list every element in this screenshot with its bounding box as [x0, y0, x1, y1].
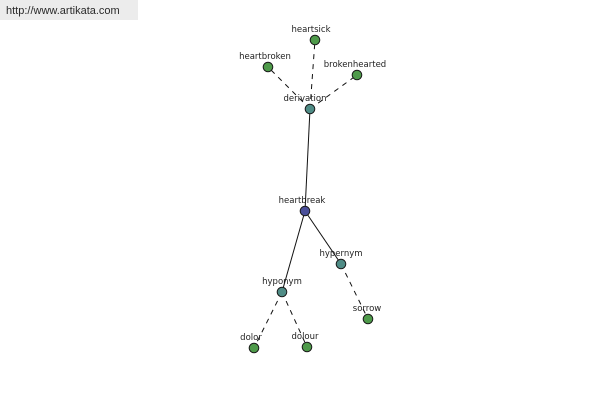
- edge-heartbreak-hypernym: [304, 210, 342, 265]
- node-label-hypernym: hypernym: [319, 249, 362, 259]
- node-circle-derivation[interactable]: [304, 103, 316, 115]
- edges-layer: [253, 39, 369, 349]
- node-hypernym[interactable]: hypernym: [319, 249, 363, 270]
- edge-hyponym-dolour: [281, 291, 308, 348]
- node-label-hyponym: hyponym: [262, 277, 302, 287]
- node-circle-hypernym[interactable]: [335, 258, 347, 270]
- node-circle-brokenhearted[interactable]: [351, 69, 363, 81]
- edge-heartbreak-hyponym: [281, 210, 306, 293]
- node-heartsick[interactable]: heartsick: [291, 25, 331, 46]
- node-circle-sorrow[interactable]: [362, 313, 374, 325]
- node-label-heartbroken: heartbroken: [239, 52, 291, 62]
- edge-hypernym-sorrow: [340, 263, 369, 320]
- node-label-dolour: dolour: [291, 332, 319, 342]
- node-circle-hyponym[interactable]: [276, 286, 288, 298]
- node-heartbreak[interactable]: heartbreak: [279, 196, 326, 217]
- node-circle-heartsick[interactable]: [309, 34, 321, 46]
- node-circle-dolor[interactable]: [248, 342, 260, 354]
- node-label-heartsick: heartsick: [291, 25, 330, 35]
- node-circle-heartbreak[interactable]: [299, 205, 311, 217]
- edge-derivation-heartsick: [309, 39, 316, 110]
- node-label-heartbreak: heartbreak: [279, 196, 326, 206]
- node-label-brokenhearted: brokenhearted: [324, 60, 386, 70]
- node-circle-dolour[interactable]: [301, 341, 313, 353]
- node-heartbroken[interactable]: heartbroken: [239, 52, 291, 73]
- node-label-derivation: derivation: [283, 94, 326, 104]
- nodes-layer: heartbreak derivation hypernym hyponym heart…: [239, 25, 386, 354]
- node-hyponym[interactable]: hyponym: [262, 277, 302, 298]
- edge-hyponym-dolor: [253, 291, 283, 349]
- node-label-sorrow: sorrow: [353, 304, 381, 314]
- source-watermark: http://www.artikata.com: [0, 0, 138, 20]
- node-sorrow[interactable]: sorrow: [353, 304, 381, 325]
- node-brokenhearted[interactable]: brokenhearted: [324, 60, 386, 81]
- node-dolour[interactable]: dolour: [291, 332, 319, 353]
- node-dolor[interactable]: dolor: [240, 333, 262, 354]
- edge-heartbreak-derivation: [304, 108, 311, 212]
- node-label-dolor: dolor: [240, 333, 262, 343]
- node-circle-heartbroken[interactable]: [262, 61, 274, 73]
- node-derivation[interactable]: derivation: [283, 94, 327, 115]
